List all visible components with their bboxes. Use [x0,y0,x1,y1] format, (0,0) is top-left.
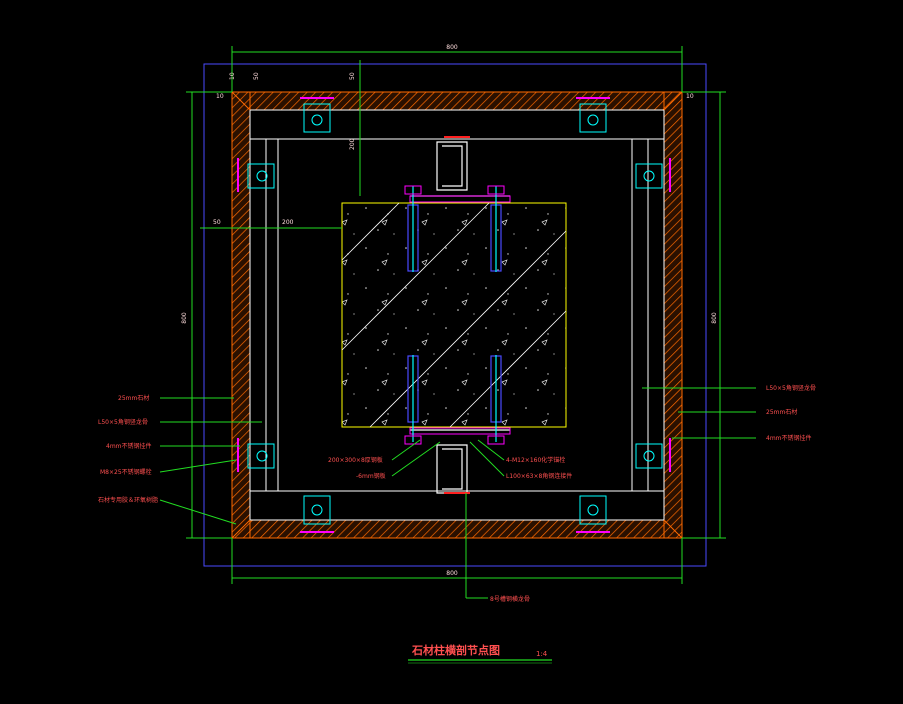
dim-right: 800 [711,312,718,324]
callout-left-angle: L50×5角钢竖龙骨 [98,418,148,426]
callout-left-hanger: 4mm不锈钢挂件 [106,442,152,450]
outer-frame [203,63,707,567]
dim-corner-tl: 10 [216,93,224,100]
dim-vertical-inner: 200 [349,138,356,150]
concrete-column [341,202,567,428]
callout-connector: L100×63×8角钢连接件 [506,472,572,480]
stone-cladding [231,91,683,539]
dim-left-inner-b: 200 [282,219,294,226]
callout-right-angle: L50×5角钢竖龙骨 [766,384,816,392]
corner-marks [231,91,683,539]
dim-top-offset-a: 10 [229,72,236,80]
callout-right-stone: 25mm石材 [766,408,797,416]
anchor-bolts [407,186,502,442]
drawing-title: 石材柱横剖节点图 [411,643,500,657]
dimension-lines [186,46,726,584]
steel-frame [249,109,665,521]
callout-anchor: 4-M12×160化学锚栓 [506,456,565,464]
leader-lines [159,387,756,599]
brackets [247,103,663,525]
callout-left-stone: 25mm石材 [118,394,149,402]
callout-plate: 200×300×8厚钢板 [328,456,383,464]
callout-thin-plate: -6mm钢板 [356,472,386,480]
dim-left: 800 [181,312,188,324]
dim-left-inner-a: 50 [213,219,221,226]
bottom-plate [409,427,511,435]
callout-left-glue: 石材专用胶＆环氧树脂 [98,496,158,504]
drawing-scale: 1:4 [536,650,548,658]
callout-left-bolt: M8×25不锈钢螺栓 [100,468,152,476]
dim-top-offset-c: 50 [349,72,356,80]
bolt-heads [404,185,505,445]
hanger-pieces [237,97,671,533]
callout-channel: 8号槽钢横龙骨 [490,595,530,603]
column-hatch [341,202,567,428]
dim-top: 800 [446,44,458,51]
top-plate [409,195,511,203]
dim-bottom: 800 [446,570,458,577]
dim-corner-tr: 10 [686,93,694,100]
callout-right-hanger: 4mm不锈钢挂件 [766,434,812,442]
dim-top-offset-b: 50 [253,72,260,80]
